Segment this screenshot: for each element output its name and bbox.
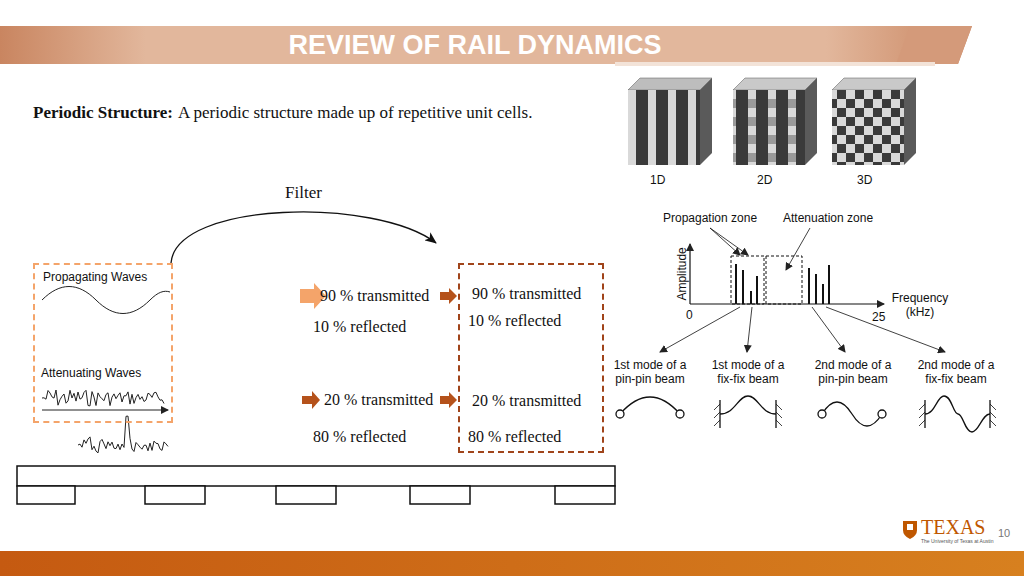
edge-label: Filter — [283, 183, 324, 203]
axis-label: Amplitude — [676, 247, 690, 300]
reflection-text: 10 % reflected — [313, 318, 406, 336]
mode-label: 1st mode of a fix-fix beam — [703, 359, 793, 387]
footer-bar — [0, 551, 1024, 576]
axis-label: Frequency (kHz) — [888, 292, 952, 320]
node-text: 90 % transmitted — [472, 285, 581, 303]
cube-label: 2D — [757, 174, 772, 188]
transmission-text: 20 % transmitted — [324, 391, 433, 409]
cube-label: 3D — [857, 174, 872, 188]
logo-wordmark: TEXAS — [921, 516, 985, 539]
beam-modes — [616, 396, 996, 432]
zone-label: Propagation zone — [663, 212, 757, 226]
mode-label: 2nd mode of a fix-fix beam — [910, 359, 1002, 387]
cube-3d — [832, 78, 916, 165]
node-text: 20 % transmitted — [472, 392, 581, 410]
mode-label: 2nd mode of a pin-pin beam — [807, 359, 899, 387]
texas-shield — [903, 521, 917, 539]
filter-input-box: Propagating WavesAttenuating Waves — [33, 263, 173, 423]
cube-label: 1D — [650, 174, 665, 188]
filter-output-box: 90 % transmitted 10 % reflected 20 % trans… — [458, 263, 604, 453]
cube-2d — [733, 78, 817, 165]
page-number: 10 — [998, 527, 1010, 540]
node-text: Attenuating Waves — [41, 367, 141, 381]
definition-text: A periodic structure made up of repetiti… — [178, 103, 533, 123]
logo-subtext: The University of Texas at Austin — [921, 539, 993, 545]
reflection-text: 80 % reflected — [313, 428, 406, 446]
node-text: 10 % reflected — [468, 312, 561, 330]
node-text: Propagating Waves — [43, 271, 147, 285]
mode-label: 1st mode of a pin-pin beam — [605, 359, 695, 387]
axis-tick: 0 — [686, 309, 693, 323]
filter-arrow — [171, 212, 436, 263]
title-band — [0, 26, 972, 66]
node-text: 80 % reflected — [468, 428, 561, 446]
transmission-arrows — [300, 283, 457, 409]
transmission-text: 90 % transmitted — [320, 287, 429, 305]
rail-track — [17, 466, 615, 504]
term-heading: Periodic Structure: — [33, 103, 173, 123]
slide-title: REVIEW OF RAIL DYNAMICS — [0, 30, 950, 61]
wave-drawings — [42, 287, 170, 453]
cube-1d — [628, 78, 712, 165]
axis-tick: 25 — [872, 311, 885, 325]
zone-label: Attenuation zone — [783, 212, 873, 226]
spectrum-chart — [660, 228, 945, 352]
